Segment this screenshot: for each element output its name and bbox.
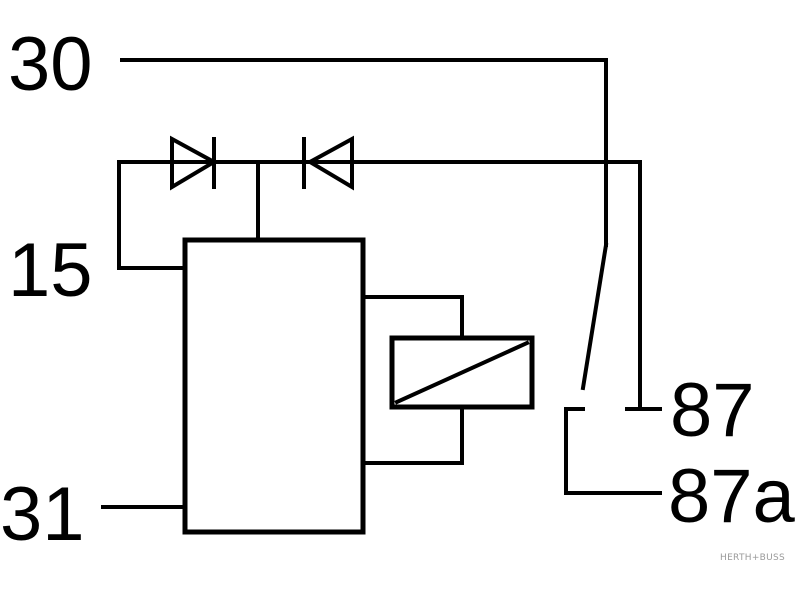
terminal-15-label: 15: [8, 228, 93, 313]
terminal-87-label: 87: [670, 368, 755, 453]
relay-coil: [389, 335, 535, 410]
coil-upper-wire: [361, 295, 464, 340]
switch-lever: [580, 242, 609, 391]
coil-lower-wire: [361, 405, 464, 465]
terminal-30-wire: [120, 58, 608, 247]
terminal-31-label: 31: [0, 472, 85, 557]
control-module: [182, 237, 366, 535]
terminal-87a-contact: [564, 407, 662, 495]
diode-right: [302, 135, 354, 191]
terminal-87-contact: [630, 160, 642, 411]
diode-left: [170, 135, 219, 191]
terminal-15-wire: [117, 160, 187, 270]
brand-watermark: HERTH+BUSS: [720, 553, 785, 563]
terminal-30-label: 30: [8, 22, 93, 107]
terminal-87a-label: 87a: [668, 454, 796, 539]
